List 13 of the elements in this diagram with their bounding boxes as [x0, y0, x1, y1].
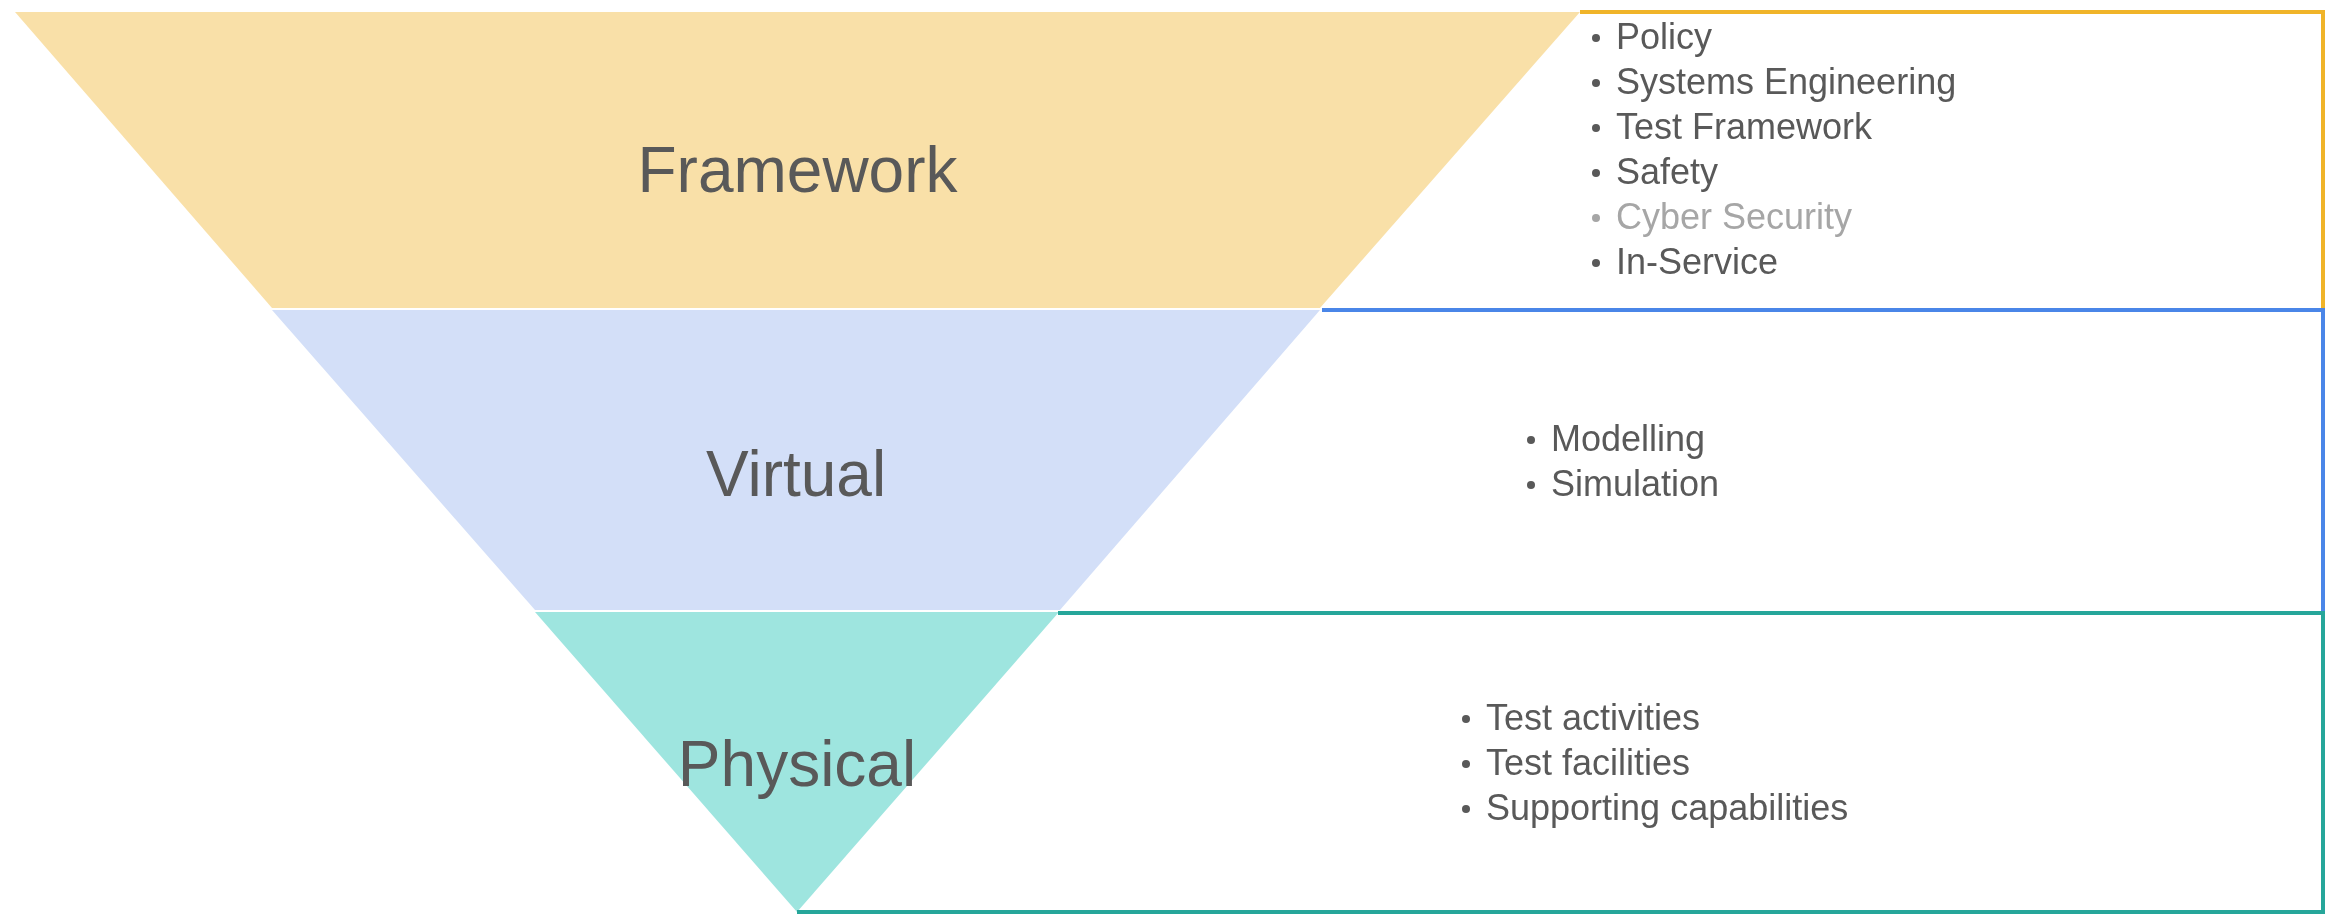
level-label: Virtual — [704, 442, 888, 506]
bullet-item: Safety — [1590, 149, 1957, 194]
bullet-item: Test Framework — [1590, 104, 1957, 149]
bullet-item: Supporting capabilities — [1460, 785, 1849, 830]
bullet-item: Test activities — [1460, 695, 1849, 740]
level-label: Framework — [636, 138, 959, 202]
bullet-item: Test facilities — [1460, 740, 1849, 785]
bullet-item: Modelling — [1525, 416, 1720, 461]
bullet-item: Cyber Security — [1590, 194, 1957, 239]
bullet-item: Systems Engineering — [1590, 59, 1957, 104]
bullet-item: In-Service — [1590, 239, 1957, 284]
bullet-item: Simulation — [1525, 461, 1720, 506]
bullet-item: Policy — [1590, 14, 1957, 59]
